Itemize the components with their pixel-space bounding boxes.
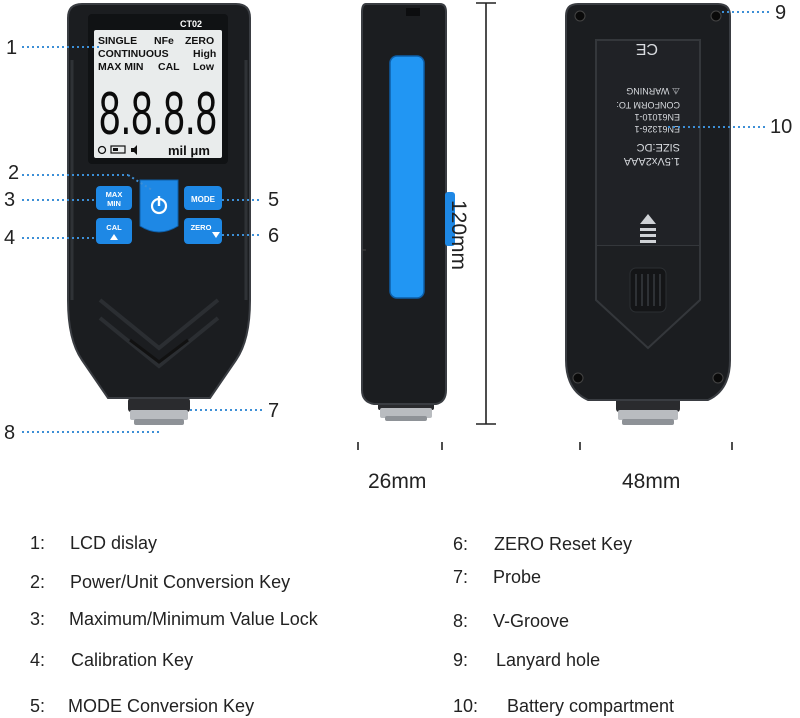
legend-item-2: 2: Power/Unit Conversion Key xyxy=(30,572,290,593)
lcd-low: Low xyxy=(193,61,215,73)
legend-num: 7: xyxy=(453,567,469,587)
lcd-cal: CAL xyxy=(158,61,180,73)
legend-text: Maximum/Minimum Value Lock xyxy=(69,609,318,629)
legend-item-9: 9: Lanyard hole xyxy=(453,650,600,671)
lcd-digits: 8.8.8.8 xyxy=(99,80,217,147)
legend-item-4: 4: Calibration Key xyxy=(30,650,193,671)
legend-text: MODE Conversion Key xyxy=(68,696,255,716)
legend-text: Calibration Key xyxy=(71,650,194,670)
zero-label: ZERO xyxy=(191,223,212,232)
lanyard-hole xyxy=(710,10,722,22)
lcd-high: High xyxy=(193,48,216,60)
legend-text: Lanyard hole xyxy=(496,650,601,670)
legend-text: LCD dislay xyxy=(70,533,158,553)
callout-3: 3 xyxy=(4,189,16,211)
back-std2: EN61326-1 xyxy=(634,124,680,134)
legend-text: Power/Unit Conversion Key xyxy=(70,572,291,592)
callout-9: 9 xyxy=(775,2,787,24)
legend-num: 5: xyxy=(30,696,46,716)
callout-1: 1 xyxy=(6,37,18,59)
callout-4: 4 xyxy=(4,227,16,249)
lanyard-hole-left xyxy=(574,10,586,22)
cal-button[interactable]: CAL xyxy=(96,218,132,244)
lcd-continuous: CONTINUOUS xyxy=(98,48,169,60)
zero-button[interactable]: ZERO xyxy=(184,218,222,244)
maxmin-button[interactable]: MAX MIN xyxy=(96,186,132,210)
cal-label: CAL xyxy=(106,223,122,232)
maxmin-label-top: MAX xyxy=(106,190,123,199)
legend-text: Battery compartment xyxy=(507,696,675,716)
back-std1: EN61010-1 xyxy=(634,112,680,122)
timer-icon xyxy=(97,145,107,155)
battery-icon xyxy=(110,145,126,154)
legend-item-10: 10: Battery compartment xyxy=(453,696,674,717)
side-blue-grip xyxy=(389,55,425,299)
legend-num: 1: xyxy=(30,533,46,553)
legend-item-7: 7: Probe xyxy=(453,567,541,588)
side-key-bump xyxy=(445,192,455,246)
lcd-zero: ZERO xyxy=(185,35,214,47)
dim-depth-label: 26mm xyxy=(368,470,427,493)
legend-num: 8: xyxy=(453,611,469,631)
legend-num: 3: xyxy=(30,609,46,629)
lcd-nfe: NFe xyxy=(154,35,174,47)
back-warning: ⚠ WARNING xyxy=(626,86,680,96)
legend-item-6: 6: ZERO Reset Key xyxy=(453,534,632,555)
legend-num: 4: xyxy=(30,650,46,670)
front-view: CT02 SINGLE NFe ZERO CONTINUOUS High MAX… xyxy=(67,3,251,425)
legend-item-5: 5: MODE Conversion Key xyxy=(30,696,254,717)
back-conform: CONFORM TO: xyxy=(616,100,680,110)
callout-10: 10 xyxy=(770,116,793,138)
callout-5: 5 xyxy=(268,189,280,211)
dim-width-label: 48mm xyxy=(622,470,681,493)
legend-text: ZERO Reset Key xyxy=(494,534,633,554)
eject-arrow-icon xyxy=(640,214,656,224)
side-view xyxy=(361,3,455,421)
leader-2b xyxy=(127,174,153,191)
legend-num: 2: xyxy=(30,572,46,592)
legend-item-1: 1: LCD dislay xyxy=(30,533,157,554)
speaker-grille xyxy=(629,267,667,313)
callout-lines xyxy=(22,2,770,450)
down-arrow-icon xyxy=(212,232,220,238)
callout-8: 8 xyxy=(4,422,16,444)
probe-back xyxy=(616,398,680,425)
dim-height-label: 120mm xyxy=(447,200,470,271)
model-label: CT02 xyxy=(180,19,202,29)
mode-label: MODE xyxy=(191,195,216,204)
ce-mark-icon: CE xyxy=(636,40,658,57)
back-view: 1.5Vx2AAA SIZE:DC EN61326-1 EN61010-1 CO… xyxy=(565,3,731,425)
speaker-icon xyxy=(131,145,137,155)
callout-2: 2 xyxy=(8,162,20,184)
legend-num: 6: xyxy=(453,534,469,554)
back-size-text: SIZE:DC xyxy=(637,141,680,153)
legend-num: 10: xyxy=(453,696,479,716)
up-arrow-icon xyxy=(110,234,118,240)
power-button[interactable] xyxy=(139,179,179,233)
lcd-units: mil μm xyxy=(168,143,210,158)
lcd-maxmin: MAX MIN xyxy=(98,61,144,73)
legend-text: V-Groove xyxy=(493,611,570,631)
legend-item-8: 8: V-Groove xyxy=(453,611,569,632)
back-battery-text: 1.5Vx2AAA xyxy=(623,155,680,167)
maxmin-label-bottom: MIN xyxy=(107,199,121,208)
legend-item-3: 3: Maximum/Minimum Value Lock xyxy=(30,609,318,630)
lcd-display: CT02 SINGLE NFe ZERO CONTINUOUS High MAX… xyxy=(88,14,228,164)
mode-button[interactable]: MODE xyxy=(184,186,222,210)
legend-num: 9: xyxy=(453,650,469,670)
lcd-single: SINGLE xyxy=(98,35,137,47)
probe-front xyxy=(128,398,190,425)
callout-7: 7 xyxy=(268,400,280,422)
legend-text: Probe xyxy=(493,567,542,587)
callout-6: 6 xyxy=(268,225,280,247)
